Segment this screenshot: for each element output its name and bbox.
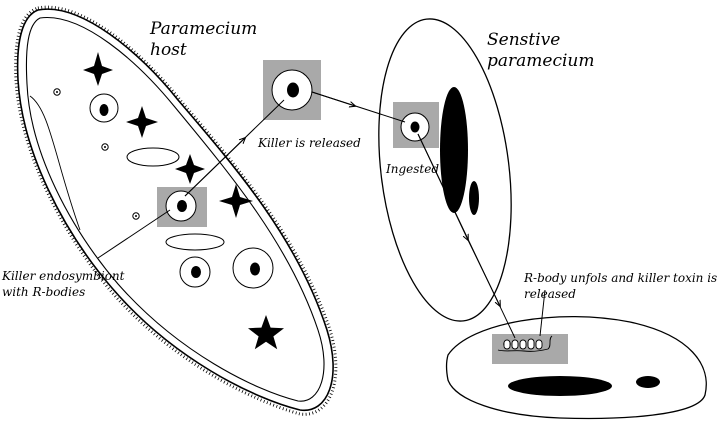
- rbody-pointer: [539, 289, 546, 337]
- affected-membrane: [445, 315, 707, 420]
- endosymbiont-particle: [179, 256, 211, 288]
- four-point-star-icon: [83, 52, 113, 86]
- rbody-label-line2: released: [524, 287, 576, 301]
- endosymbiont-label-line2: with R-bodies: [2, 285, 85, 299]
- arrow-icon: [417, 133, 468, 240]
- sensitive-macronucleus: [440, 87, 468, 213]
- host-oral-groove: [29, 95, 81, 231]
- flow-arrows: [97, 91, 546, 339]
- endosymbiont-pointer: [97, 209, 171, 259]
- killer-endosymbiont: [165, 190, 197, 222]
- four-point-star-icon: [126, 106, 158, 138]
- sensitive-micronucleus: [469, 181, 479, 215]
- host-title-line1: Paramecium: [149, 19, 257, 39]
- rbody-label-line1: R-body unfols and killer toxin is: [523, 271, 717, 285]
- nucleus-icon: [191, 266, 201, 278]
- affected-macronucleus: [508, 376, 612, 396]
- paramecium-host-cell: [14, 5, 338, 416]
- endosymbiont-particle: [232, 247, 274, 289]
- released-killer-particle: [271, 69, 313, 111]
- affected-micronucleus: [636, 376, 660, 388]
- unfolded-r-body: [497, 335, 553, 352]
- endosymbiont-particle: [89, 93, 119, 123]
- host-small-vacuoles: [53, 88, 140, 220]
- nucleus-icon: [250, 262, 260, 276]
- sensitive-title-line2: paramecium: [487, 51, 595, 71]
- endosymbiont-label-line1: Killer endosymbiont: [1, 269, 125, 283]
- sensitive-title-line1: Senstive: [487, 30, 560, 50]
- four-point-star-icon: [175, 154, 205, 184]
- nucleus-icon: [410, 121, 420, 133]
- ingested-label: Ingested: [385, 162, 439, 176]
- host-oval-organelle: [165, 233, 225, 251]
- host-title-line2: host: [150, 40, 187, 60]
- nucleus-icon: [287, 82, 299, 98]
- host-inner-membrane: [25, 16, 325, 402]
- nucleus-icon: [99, 104, 109, 116]
- arrow-icon: [184, 138, 245, 197]
- five-point-star-icon: [248, 315, 284, 350]
- host-oval-organelle: [126, 147, 180, 167]
- affected-paramecium-cell: [445, 315, 707, 420]
- arrow-icon: [467, 239, 500, 306]
- killer-released-label: Killer is released: [257, 136, 361, 150]
- arrow-icon: [311, 91, 355, 106]
- ingested-particle: [400, 112, 430, 142]
- nucleus-icon: [177, 200, 187, 212]
- sensitive-paramecium-cell: [378, 18, 512, 322]
- four-point-star-icon: [219, 184, 253, 218]
